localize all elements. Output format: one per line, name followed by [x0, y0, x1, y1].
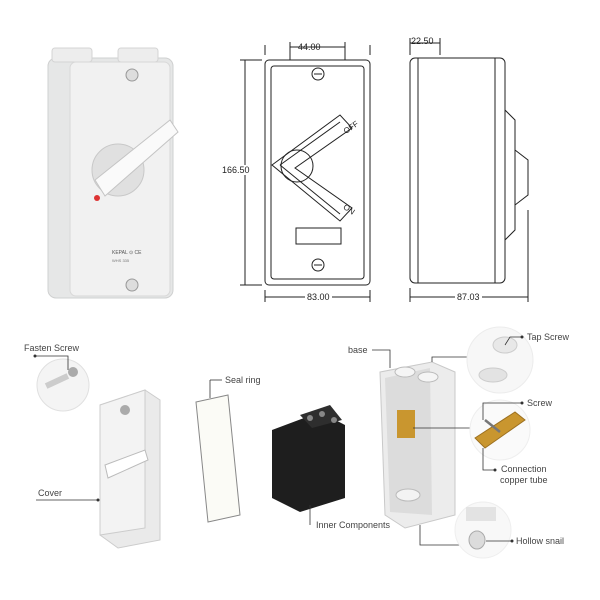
label-connection-line1: Connection: [501, 464, 547, 474]
inner-components-part: [272, 405, 345, 525]
front-view-drawing: [240, 42, 371, 302]
label-seal-ring: Seal ring: [225, 375, 261, 385]
label-screw: Screw: [527, 398, 553, 408]
dim-front-width: 83.00: [305, 292, 332, 302]
label-hollow-snail: Hollow snail: [516, 536, 565, 546]
tap-screw-inset: [466, 326, 534, 394]
base-part: [372, 349, 470, 546]
svg-text:WHS 335: WHS 335: [112, 258, 130, 263]
label-base: base: [348, 345, 368, 355]
label-inner-components: Inner Components: [316, 520, 391, 530]
seal-ring-part: [195, 379, 241, 523]
connection-copper-tube-inset: [469, 399, 531, 472]
hollow-snail-inset: [454, 501, 514, 559]
fasten-screw-inset: [33, 354, 90, 412]
label-connection-copper-tube: Connection copper tube: [500, 464, 548, 486]
dim-height: 166.50: [222, 165, 250, 175]
dim-side-depth: 87.03: [455, 292, 482, 302]
label-fasten-screw: Fasten Screw: [24, 343, 80, 353]
side-view-drawing: [409, 38, 529, 302]
label-tap-screw: Tap Screw: [527, 332, 570, 342]
label-cover: Cover: [38, 488, 63, 498]
svg-text:KEPAL ⊙ CE: KEPAL ⊙ CE: [112, 250, 142, 256]
cover-part: [36, 389, 161, 549]
label-connection-line2: copper tube: [500, 475, 548, 485]
dim-front-top-width: 44.00: [298, 42, 321, 52]
product-photo: KEPAL ⊙ CE WHS 335: [47, 47, 179, 299]
dim-side-top-depth: 22.50: [411, 36, 434, 46]
